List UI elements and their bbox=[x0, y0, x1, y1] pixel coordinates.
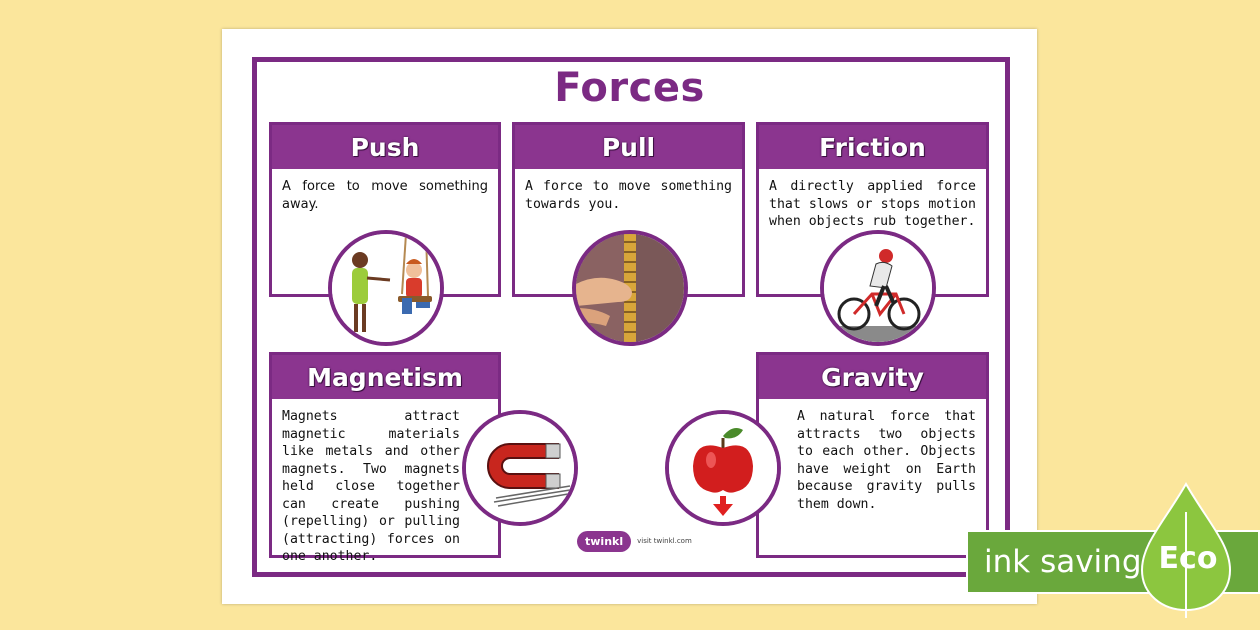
poster-frame bbox=[252, 57, 1010, 577]
apple-gravity-icon bbox=[665, 410, 781, 526]
card-text: Magnets attract magnetic materials like … bbox=[282, 409, 460, 564]
card-heading: Magnetism bbox=[272, 355, 498, 402]
card-heading: Gravity bbox=[759, 355, 986, 402]
card-heading: Pull bbox=[515, 125, 742, 172]
horseshoe-magnet-icon bbox=[462, 410, 578, 526]
swing-push-icon bbox=[328, 230, 444, 346]
card-gravity: Gravity A natural force that attracts tw… bbox=[756, 352, 989, 558]
card-text: A force to move something away. bbox=[282, 179, 488, 212]
twinkl-logo: twinkl visit twinkl.com bbox=[577, 529, 692, 553]
cyclist-icon bbox=[820, 230, 936, 346]
card-magnetism: Magnetism Magnets attract magnetic mater… bbox=[269, 352, 501, 564]
poster-sheet: Forces Push A force to move something aw… bbox=[222, 29, 1037, 604]
card-text: A natural force that attracts two object… bbox=[797, 409, 976, 512]
zip-pull-icon bbox=[572, 230, 688, 346]
logo-visit-text: visit twinkl.com bbox=[637, 537, 692, 545]
leaf-icon bbox=[1140, 482, 1232, 618]
card-text: A directly applied force that slows or s… bbox=[769, 179, 976, 229]
logo-brand: twinkl bbox=[577, 530, 632, 552]
eco-label: Eco bbox=[1158, 541, 1218, 576]
page-title: Forces bbox=[554, 65, 705, 111]
ink-saving-label: ink saving bbox=[984, 544, 1142, 580]
card-text: A force to move something towards you. bbox=[525, 179, 732, 212]
card-heading: Friction bbox=[759, 125, 986, 172]
card-heading: Push bbox=[272, 125, 498, 172]
